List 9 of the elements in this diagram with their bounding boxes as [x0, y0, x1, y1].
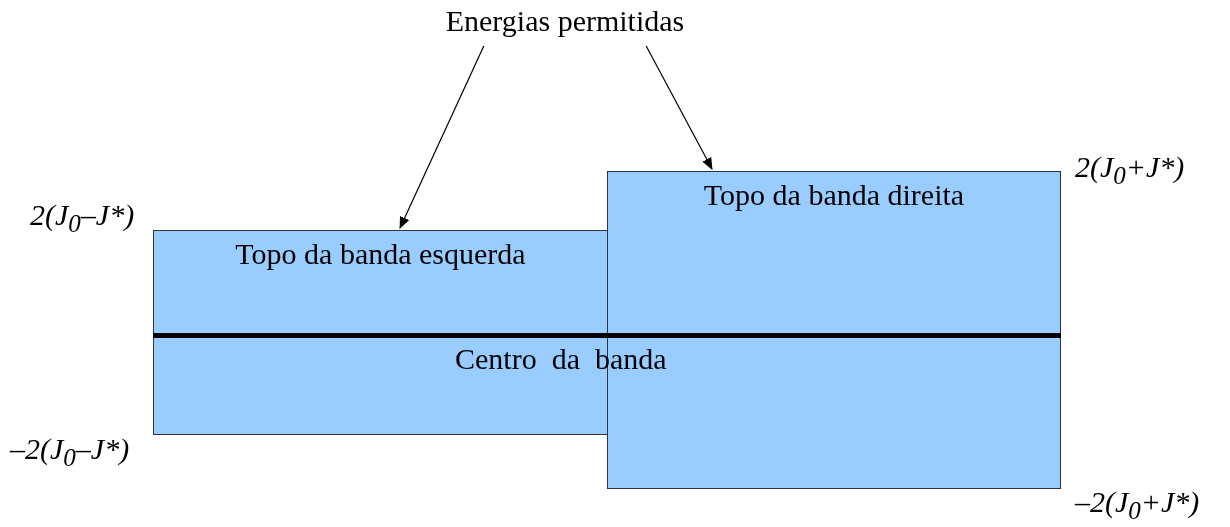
energy-limit-label: 2(J$_{0}$+J*) [1075, 150, 1185, 190]
arrow [399, 45, 485, 229]
energy-limit-label: –2(J$_{0}$+J*) [1075, 485, 1200, 525]
callout-text: Energias permitidas [444, 4, 686, 38]
arrow [645, 45, 713, 170]
band-title: Topo da banda esquerda [235, 237, 526, 271]
energy-limit-label: –2(J$_{0}$–J*) [10, 432, 130, 472]
energy-limit-label: 2(J$_{0}$–J*) [30, 198, 135, 238]
band-title: Topo da banda direita [703, 178, 965, 212]
